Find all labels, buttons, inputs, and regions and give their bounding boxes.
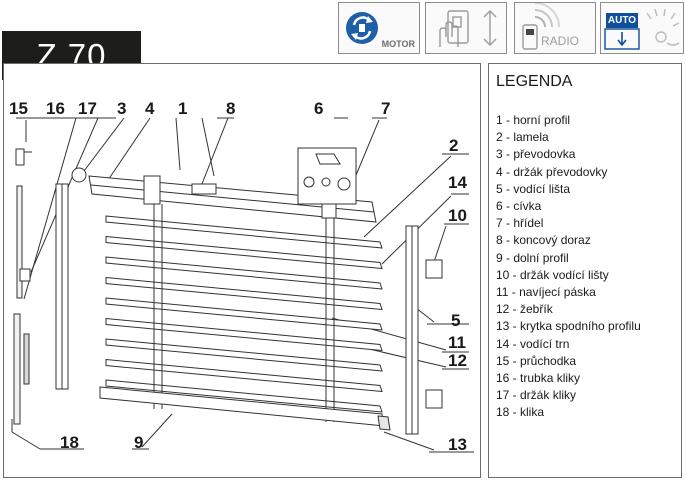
slat xyxy=(105,358,383,393)
radio-option: RADIO xyxy=(514,2,596,54)
manual-option xyxy=(425,2,507,54)
legend-item: 6 - cívka xyxy=(496,199,542,214)
slat xyxy=(105,256,383,290)
legend-item: 2 - lamela xyxy=(496,130,549,145)
legend-title: LEGENDA xyxy=(496,73,573,90)
callout-17: 17 xyxy=(78,99,97,118)
guide-rails xyxy=(55,183,419,435)
callout-11: 11 xyxy=(448,333,466,352)
motor-option: MOTOR xyxy=(338,2,420,54)
auto-option: AUTO xyxy=(600,2,684,54)
bottom-rail xyxy=(99,386,391,431)
up-down-arrow-icon xyxy=(483,10,497,46)
callout-10: 10 xyxy=(448,206,467,225)
callout-6: 6 xyxy=(314,99,324,118)
sun-sensor-icon xyxy=(646,8,680,46)
legend-item: 9 - dolní profil xyxy=(496,250,569,265)
callout-3: 3 xyxy=(117,99,127,118)
legend-item: 12 - žebřík xyxy=(496,302,553,317)
motor-label: MOTOR xyxy=(381,39,415,49)
slats xyxy=(105,215,383,413)
legend-list: 1 - horní profil 2 - lamela 3 - převodovka… xyxy=(496,112,641,422)
callout-7: 7 xyxy=(381,99,391,118)
callout-2: 2 xyxy=(449,136,459,155)
slat xyxy=(105,297,383,331)
legend-item: 3 - převodovka xyxy=(496,147,576,162)
legend-item: 18 - klika xyxy=(496,405,545,420)
crank-assembly xyxy=(13,148,32,425)
callout-12: 12 xyxy=(448,351,467,370)
auto-label: AUTO xyxy=(606,13,638,28)
callout-16: 16 xyxy=(46,99,65,118)
callout-14: 14 xyxy=(448,173,467,192)
slat xyxy=(105,338,383,372)
head-rail xyxy=(71,167,377,223)
legend-item: 8 - koncový doraz xyxy=(496,233,591,248)
ladders xyxy=(153,204,335,422)
slat xyxy=(105,215,383,249)
callout-18: 18 xyxy=(60,433,79,452)
slat xyxy=(105,317,383,352)
legend-item: 16 - trubka kliky xyxy=(496,371,581,386)
rail-brackets xyxy=(425,259,443,409)
callout-4: 4 xyxy=(145,99,155,118)
legend-item: 5 - vodící lišta xyxy=(496,181,571,196)
legend-item: 13 - krytka spodního profilu xyxy=(496,319,641,334)
radio-label: RADIO xyxy=(541,34,580,48)
callout-13: 13 xyxy=(448,435,467,454)
callout-8: 8 xyxy=(226,99,236,118)
exploded-diagram: 15 16 17 3 4 1 8 6 7 2 14 10 5 11 12 18 … xyxy=(3,63,481,478)
callout-1: 1 xyxy=(178,99,188,118)
legend-item: 10 - držák vodící lišty xyxy=(496,267,609,282)
legend-item: 15 - průchodka xyxy=(496,353,577,368)
slat xyxy=(105,235,383,270)
legend-item: 1 - horní profil xyxy=(496,113,571,127)
legend-item: 14 - vodící trn xyxy=(496,336,570,351)
legend-item: 17 - držák kliky xyxy=(496,388,577,403)
callout-5: 5 xyxy=(451,311,461,330)
spool-detail xyxy=(297,147,357,205)
legend-item: 4 - držák převodovky xyxy=(496,164,608,179)
legend-panel: LEGENDA 1 - horní profil 2 - lamela 3 - př… xyxy=(488,63,682,478)
slat xyxy=(105,379,383,413)
radio-remote-icon xyxy=(522,3,560,50)
callout-9: 9 xyxy=(134,433,144,452)
hand-switch-icon xyxy=(439,10,469,47)
legend-item: 7 - hřídel xyxy=(496,216,544,231)
callout-15: 15 xyxy=(9,99,28,118)
slat xyxy=(105,276,383,311)
legend-item: 11 - navíjecí páska xyxy=(496,285,596,300)
